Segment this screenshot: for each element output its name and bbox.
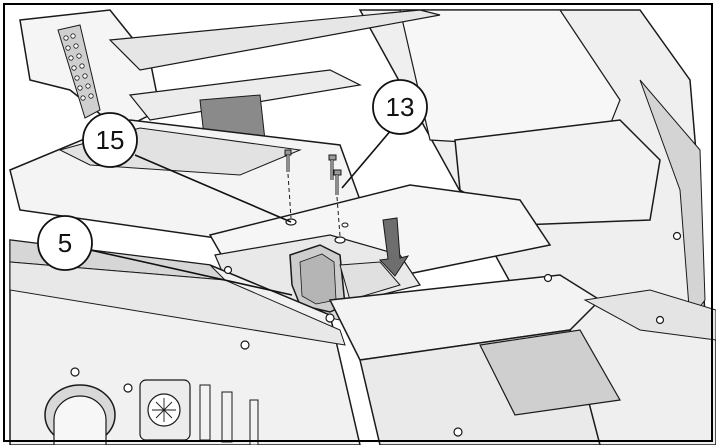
callout-15-label: 15 — [96, 125, 125, 155]
front-wall-band — [9, 261, 346, 346]
bolt-13a — [328, 154, 337, 180]
callout-5-circle — [37, 215, 93, 271]
callout-13-label: 13 — [386, 92, 415, 122]
bolt-15 — [284, 149, 292, 172]
leader-13 — [341, 121, 399, 189]
callout-15-circle — [82, 112, 138, 168]
bolt-13b — [333, 169, 342, 195]
figure-frame — [3, 3, 713, 442]
down-arrow-icon — [378, 217, 410, 277]
leader-15 — [134, 154, 292, 223]
mid-rail — [128, 69, 362, 121]
callout-13-circle — [372, 79, 428, 135]
pipe-body — [53, 420, 107, 445]
dash-top — [328, 274, 602, 361]
callout-5-label: 5 — [58, 228, 72, 258]
leader-5 — [89, 249, 293, 296]
upper-rail — [108, 9, 441, 71]
right-floor-edge — [583, 289, 716, 341]
grille-holes — [63, 33, 94, 101]
bolt-hole-13 — [334, 236, 346, 244]
dash-recess — [479, 329, 621, 416]
latch-pad — [339, 261, 401, 301]
wall-screws — [70, 231, 682, 437]
bolt-15-guide — [287, 173, 292, 219]
socket-spokes — [152, 398, 176, 422]
bolt-hole-small — [341, 222, 349, 228]
latch-face — [299, 253, 337, 305]
